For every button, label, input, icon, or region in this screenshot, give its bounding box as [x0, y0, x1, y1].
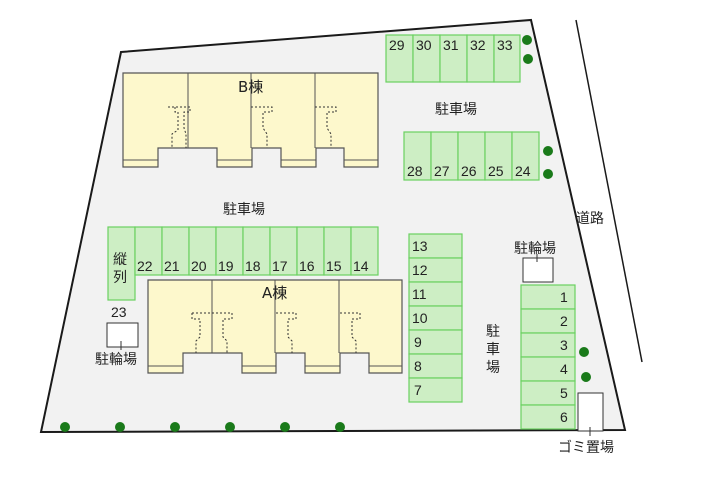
spot-19: 19	[218, 258, 234, 274]
spot-15: 15	[326, 258, 342, 274]
spot-22: 22	[137, 258, 153, 274]
svg-text:駐: 駐	[486, 324, 500, 340]
spot-5: 5	[560, 385, 568, 401]
spot-2: 2	[560, 313, 568, 329]
spot-21: 21	[164, 258, 180, 274]
spot-13: 13	[412, 238, 428, 254]
building-a-label: A棟	[262, 284, 287, 302]
tree-icons	[60, 35, 591, 432]
spot-18: 18	[245, 258, 261, 274]
spot-24: 24	[515, 163, 531, 179]
bike-label-right: 駐輪場	[514, 240, 556, 257]
svg-text:車: 車	[486, 341, 500, 358]
building-a: A棟	[147, 279, 403, 374]
garbage-area	[577, 392, 604, 432]
spot-9: 9	[414, 334, 422, 350]
spot-23: 23	[111, 304, 127, 320]
spot-6: 6	[560, 409, 568, 425]
spot-12: 12	[412, 262, 428, 278]
spot-14: 14	[353, 258, 369, 274]
parking-label-top: 駐車場	[435, 101, 477, 118]
svg-text:場: 場	[486, 360, 500, 376]
spot-26: 26	[461, 163, 477, 179]
building-b-label: B棟	[238, 78, 263, 96]
spot-1: 1	[560, 289, 568, 305]
spot-17: 17	[272, 258, 288, 274]
parking-label-right: 駐 車 場	[486, 324, 500, 376]
spot-11: 11	[412, 286, 427, 302]
spot-3: 3	[560, 337, 568, 353]
bike-parking-left	[106, 322, 139, 348]
spot-30: 30	[416, 37, 432, 53]
spot-27: 27	[434, 163, 450, 179]
parking-second-row	[403, 131, 540, 181]
spot-33: 33	[497, 37, 513, 53]
spot-8: 8	[414, 358, 422, 374]
spot-32: 32	[470, 37, 486, 53]
parking-top-row	[385, 34, 521, 83]
parking-label-mid: 駐車場	[223, 201, 265, 218]
building-b: B棟	[122, 72, 379, 168]
spot-4: 4	[560, 361, 568, 377]
spot-7: 7	[414, 382, 422, 398]
spot-29: 29	[389, 37, 405, 53]
bike-parking-right	[522, 257, 554, 283]
spot-20: 20	[191, 258, 207, 274]
parking-left-row	[107, 226, 379, 301]
spot-16: 16	[299, 258, 315, 274]
road-edge	[575, 19, 643, 363]
spot-25: 25	[488, 163, 504, 179]
spot-10: 10	[412, 310, 428, 326]
bike-label-left: 駐輪場	[95, 351, 137, 368]
parking-right-column	[520, 284, 576, 430]
garbage-label: ゴミ置場	[558, 439, 614, 456]
spot-31: 31	[443, 37, 459, 53]
road-label: 道路	[576, 211, 604, 227]
parking-middle-column	[408, 233, 463, 403]
tandem-label: 縦 列	[113, 252, 131, 286]
spot-28: 28	[407, 163, 423, 179]
